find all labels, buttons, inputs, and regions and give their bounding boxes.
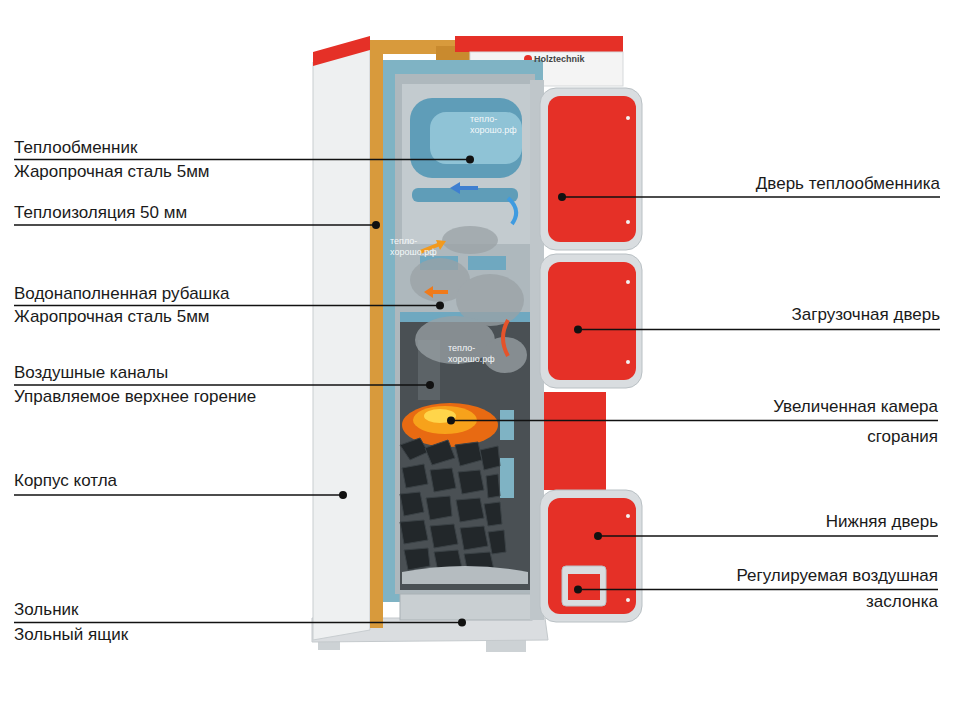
- leader-dot: [339, 156, 602, 627]
- flow-arrow: [420, 182, 516, 356]
- door: [540, 88, 642, 622]
- part-name: Теплообменник: [14, 138, 137, 158]
- air-damper: [562, 566, 606, 606]
- part-spec: Жаропрочная сталь 5мм: [14, 162, 210, 182]
- boiler-casing: [313, 40, 370, 640]
- coal: [400, 438, 506, 574]
- grate: [402, 566, 528, 584]
- heat-exchanger-tube: [412, 188, 518, 202]
- part-name: Теплоизоляция 50 мм: [14, 203, 187, 223]
- part-name: Нижняя дверь: [826, 512, 938, 532]
- part-name: Воздушные каналы: [14, 363, 168, 383]
- door-rivet: [626, 116, 630, 602]
- part-spec: Жаропрочная сталь 5мм: [14, 307, 210, 327]
- brand-logo: Holztechnik: [534, 54, 585, 65]
- part-name: Увеличенная камера сгорания: [723, 392, 938, 452]
- water-jacket: [383, 60, 543, 602]
- combustion-chamber: [400, 322, 530, 590]
- part-name: Дверь теплообменника: [756, 174, 940, 194]
- part-name: Регулируемая воздушная заслонка: [678, 563, 938, 615]
- heat-exchanger-tube: [410, 98, 522, 178]
- part-name: Зольный ящик: [14, 625, 128, 645]
- watermark: тепло-хорошо.рф: [390, 236, 442, 258]
- air-channel: [500, 458, 514, 498]
- watermark: тепло-хорошо.рф: [448, 343, 500, 365]
- top-cap: [455, 36, 623, 52]
- part-name: Загрузочная дверь: [791, 305, 940, 325]
- insulation: [370, 40, 383, 628]
- part-name: Водонаполненная рубашка: [14, 284, 230, 304]
- part-spec: Управляемое верхнее горение: [14, 387, 256, 407]
- top-trim: [313, 36, 370, 66]
- inner-steel: [395, 74, 535, 594]
- air-channel: [500, 410, 514, 440]
- watermark: тепло-хорошо.рф: [470, 114, 522, 136]
- ash-pan: [400, 594, 532, 620]
- heat-exchanger-tube: [430, 112, 522, 164]
- part-name: Корпус котла: [14, 471, 117, 491]
- air-damper: [568, 574, 600, 600]
- part-name: Зольник: [14, 600, 78, 620]
- leader-line: [14, 160, 940, 623]
- baffle: [468, 256, 506, 270]
- exchanger-chamber: [402, 84, 530, 244]
